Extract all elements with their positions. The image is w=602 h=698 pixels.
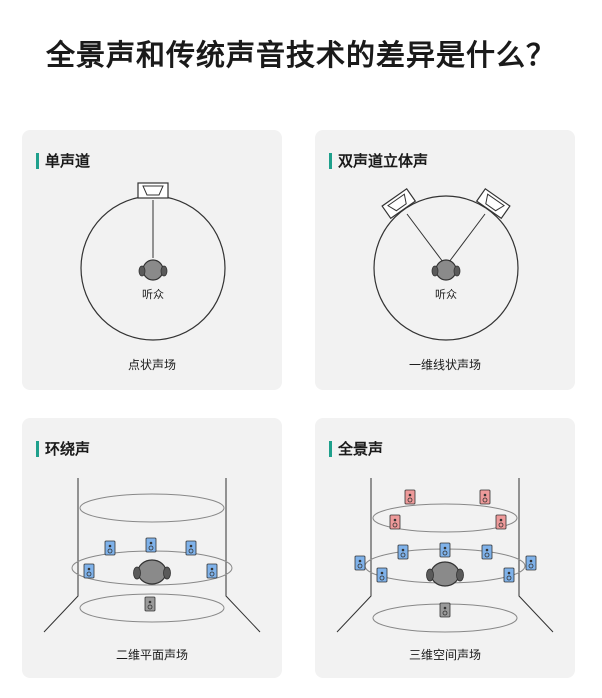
accent-bar [329,440,332,457]
sound-field-circle [373,195,519,341]
plane-top [372,503,518,533]
speaker-blue-icon [376,567,388,583]
card-stereo: 双声道立体声 听众 一维线状声场 [315,130,575,390]
listener-label: 听众 [142,288,164,301]
speaker-gray-icon [144,596,156,612]
atmos-diagram [336,478,554,633]
card-surround-heading: 环绕声 [36,438,90,459]
speaker-blue-icon [481,544,493,560]
speaker-right-icon [475,188,511,220]
card-surround-caption: 二维平面声场 [115,648,188,662]
speaker-blue-icon [525,555,537,571]
accent-bar [36,152,39,169]
listener-head-icon [133,559,171,585]
speaker-blue-icon [439,542,451,558]
card-atmos: 全景声 三维空间声场 [315,418,575,678]
speaker-red-icon [479,489,491,505]
plane-bottom [79,593,225,623]
speaker-left-icon [381,188,417,220]
speaker-red-icon [495,514,507,530]
room-wall-left [43,478,79,633]
card-atmos-caption: 三维空间声场 [408,648,481,662]
card-mono-heading: 单声道 [36,150,90,171]
card-atmos-heading: 全景声 [329,438,383,459]
card-mono-caption: 点状声场 [127,358,176,372]
listener-head-icon [431,259,461,281]
speaker-red-icon [389,514,401,530]
page-title: 全景声和传统声音技术的差异是什么？ [45,38,556,72]
card-stereo-caption: 一维线状声场 [408,358,481,372]
card-surround: 环绕声 二维平面声场 [22,418,282,678]
speaker-icon [137,182,169,199]
speaker-red-icon [404,489,416,505]
sound-line-right [448,213,486,263]
listener-head-icon [138,259,168,281]
card-stereo-title: 双声道立体声 [338,152,429,170]
speaker-blue-icon [104,540,116,556]
speaker-blue-icon [145,537,157,553]
sound-line-left [406,213,444,263]
speaker-blue-icon [83,563,95,579]
card-surround-title: 环绕声 [45,440,91,458]
speaker-blue-icon [503,567,515,583]
room-wall-left [336,478,372,633]
accent-bar [36,440,39,457]
speaker-blue-icon [354,555,366,571]
speaker-gray-icon [439,602,451,618]
card-mono-title: 单声道 [45,152,91,170]
room-wall-right [518,478,554,633]
speaker-blue-icon [206,563,218,579]
stereo-diagram [373,188,519,341]
accent-bar [329,152,332,169]
listener-label: 听众 [435,288,457,301]
speaker-blue-icon [185,540,197,556]
mono-diagram [80,182,226,341]
listener-head-icon [426,561,464,587]
card-stereo-heading: 双声道立体声 [329,150,428,171]
surround-diagram [43,478,261,633]
room-wall-right [225,478,261,633]
plane-top [79,493,225,523]
card-atmos-title: 全景声 [338,440,384,458]
speaker-blue-icon [397,544,409,560]
card-mono: 单声道 听众 点状声场 [22,130,282,390]
